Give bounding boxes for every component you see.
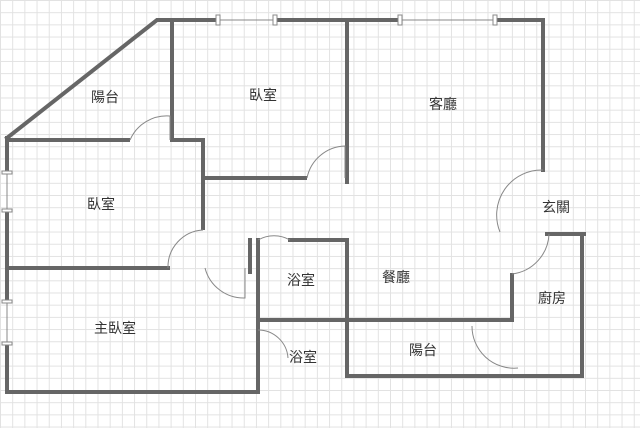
room-label-living-room: 客廳 xyxy=(429,97,457,113)
room-label-bathroom-2: 浴室 xyxy=(289,350,317,366)
room-label-bedroom-n: 臥室 xyxy=(249,88,277,104)
windows xyxy=(1,14,498,346)
room-label-master-bedroom: 主臥室 xyxy=(94,321,136,337)
doors xyxy=(129,115,550,369)
room-label-bathroom-1: 浴室 xyxy=(287,273,315,289)
room-label-balcony-s: 陽台 xyxy=(409,343,437,359)
room-label-dining-room: 餐廳 xyxy=(382,270,410,286)
room-label-entrance: 玄關 xyxy=(542,200,570,216)
room-label-bedroom-w: 臥室 xyxy=(87,197,115,213)
room-label-kitchen: 廚房 xyxy=(538,291,566,307)
walls xyxy=(4,18,586,394)
room-label-balcony-nw: 陽台 xyxy=(91,90,119,106)
